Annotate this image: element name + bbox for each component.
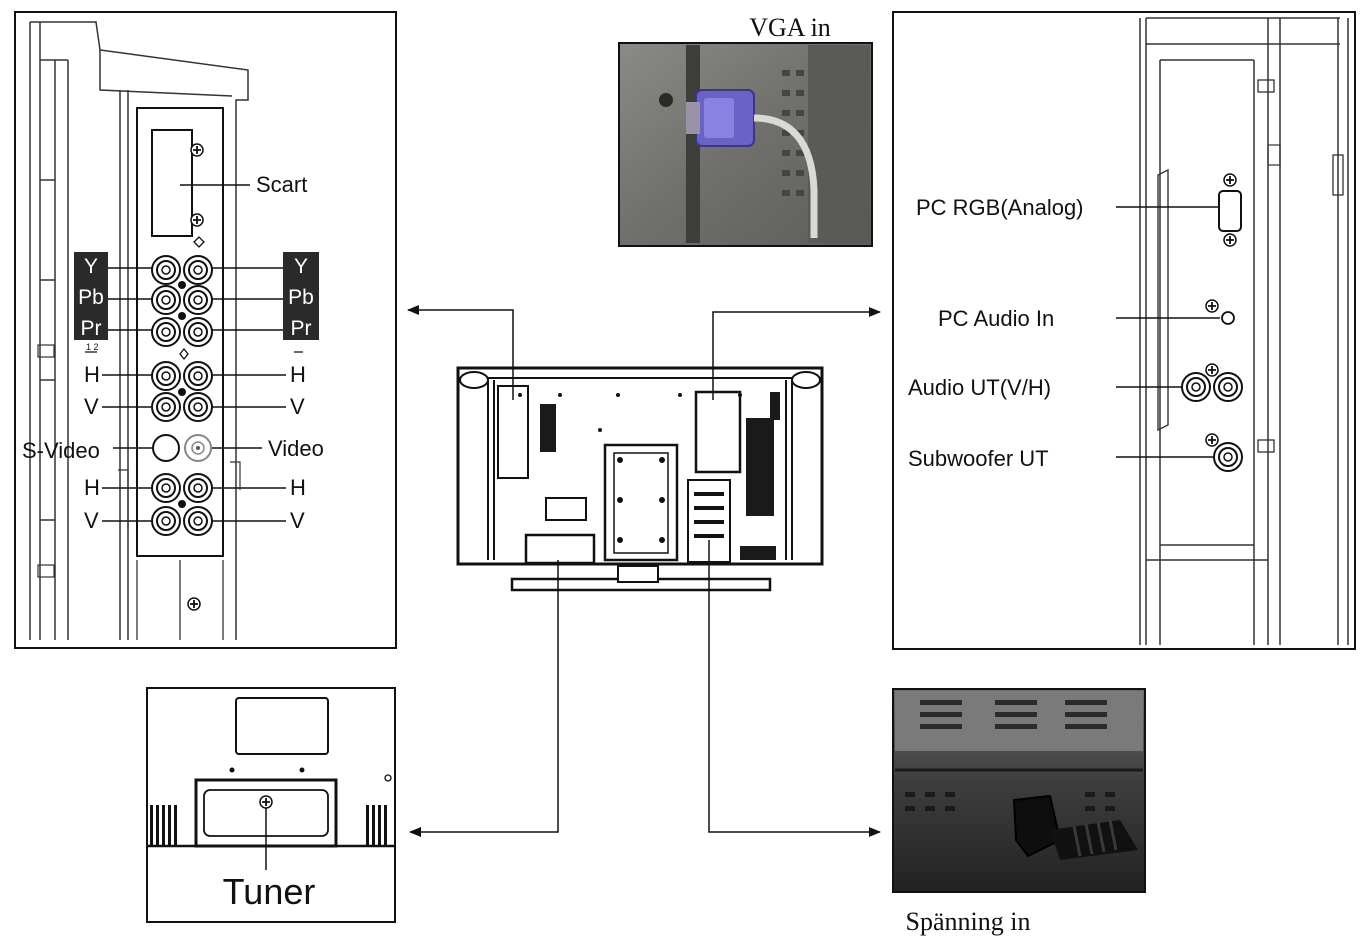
component-jacks-1 <box>151 255 213 347</box>
tuner-label: Tuner <box>223 871 316 912</box>
label-pc-rgb: PC RGB(Analog) <box>916 195 1084 220</box>
scart-label: Scart <box>256 172 307 197</box>
label-h-right-2: H <box>290 475 306 500</box>
label-video: Video <box>268 436 324 461</box>
left-av-panel: Scart Y Pb Pr Y Pb Pr 1 2 <box>14 11 397 649</box>
component-tags-left: Y Pb Pr <box>74 252 108 340</box>
callout-arrows <box>407 305 881 837</box>
power-caption: Spänning in <box>906 907 1031 936</box>
svideo-video-jacks <box>152 434 212 462</box>
vga-photo: VGA in <box>618 13 873 247</box>
power-photo: Spänning in <box>892 688 1146 936</box>
label-h-left-1: H <box>84 362 100 387</box>
label-v-right-2: V <box>290 508 305 533</box>
tv-rear-view <box>456 366 824 592</box>
tuner-panel: Tuner <box>146 687 396 923</box>
tag-right-y: Y <box>294 255 308 278</box>
tag-right-pb: Pb <box>288 286 314 309</box>
component-tags-right: Y Pb Pr <box>283 252 319 340</box>
label-subwoofer: Subwoofer UT <box>908 446 1049 471</box>
label-s-video: S-Video <box>22 438 100 463</box>
label-h-right-1: H <box>290 362 306 387</box>
label-v-right-1: V <box>290 394 305 419</box>
tag-left-pr: Pr <box>81 317 102 340</box>
hv-jacks-1 <box>151 361 213 422</box>
label-v-left-2: V <box>84 508 99 533</box>
label-pc-audio: PC Audio In <box>938 306 1054 331</box>
right-pc-panel: PC RGB(Analog) PC Audio In Audio UT(V/H)… <box>892 11 1356 650</box>
tag-right-pr: Pr <box>291 317 312 340</box>
tag-small-mark: 1 2 <box>86 342 99 352</box>
vga-caption: VGA in <box>749 13 831 42</box>
label-h-left-2: H <box>84 475 100 500</box>
tag-left-pb: Pb <box>78 286 104 309</box>
label-audio-out: Audio UT(V/H) <box>908 375 1051 400</box>
label-v-left-1: V <box>84 394 99 419</box>
hv-jacks-2 <box>151 473 213 536</box>
tag-left-y: Y <box>84 255 98 278</box>
